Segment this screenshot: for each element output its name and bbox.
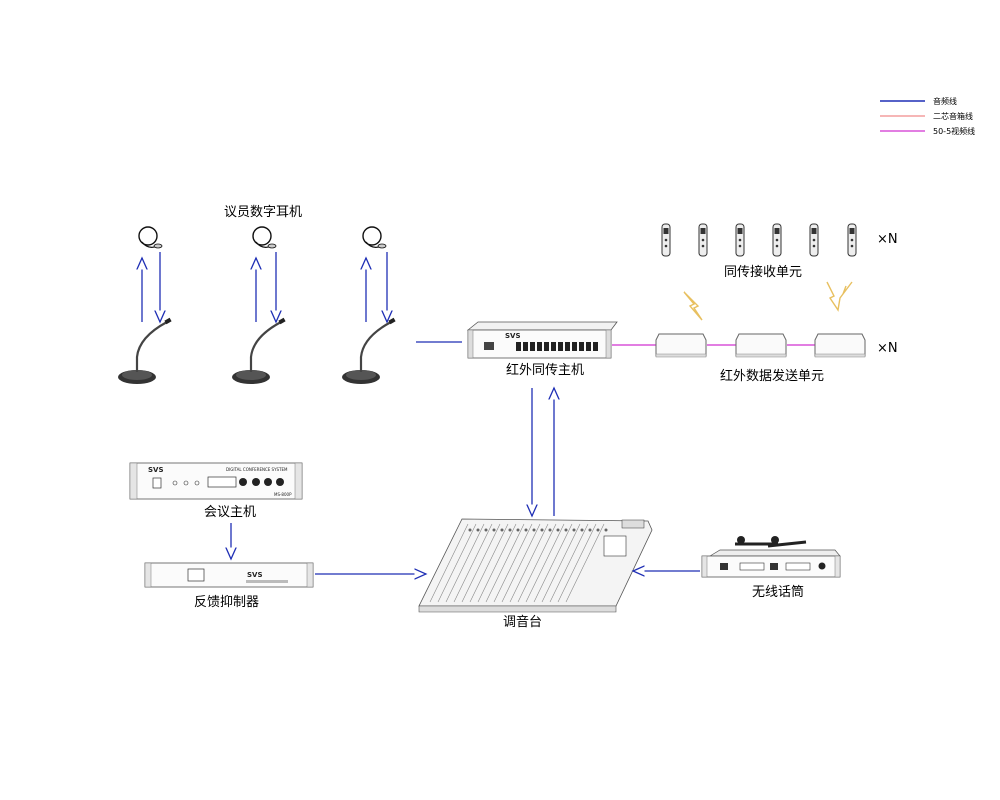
headset-icon <box>138 226 163 249</box>
ir-host-brand: SVS <box>505 332 521 340</box>
conference-host-model: MS-800P <box>274 492 292 497</box>
receiver-icon <box>698 223 708 257</box>
legend-label-audio: 音频线 <box>933 96 957 106</box>
headphones-label: 议员数字耳机 <box>224 205 302 220</box>
feedback-brand: SVS <box>247 571 263 579</box>
mixer-label: 调音台 <box>503 614 542 630</box>
wireless-mic-label: 无线话筒 <box>752 584 804 600</box>
receiver-icon <box>809 223 819 257</box>
legend-label-speaker: 二芯音箱线 <box>933 111 973 121</box>
headset-icon <box>362 226 387 249</box>
conference-mic-icon <box>340 316 397 386</box>
conference-host-brand: SVS <box>148 466 164 474</box>
headset-mic-arrows <box>142 252 387 322</box>
conference-host-label: 会议主机 <box>204 505 256 520</box>
ir-transmitter-icon <box>655 333 707 358</box>
legend: 音频线 二芯音箱线 50-5视频线 <box>880 96 975 136</box>
feedback-label: 反馈抑制器 <box>194 595 259 610</box>
feedback-suppressor-unit: SVS <box>144 562 314 588</box>
ir-host-mixer-arrows <box>532 388 554 516</box>
receiver-icon <box>847 223 857 257</box>
ir-host-label: 红外同传主机 <box>506 362 584 378</box>
ir-transmitter-icon <box>735 333 787 358</box>
mixer-unit <box>418 518 653 613</box>
receiver-icon <box>661 223 671 257</box>
headset-icon <box>252 226 277 249</box>
receiver-icon <box>735 223 745 257</box>
conference-mic-icon <box>116 316 173 386</box>
receiver-icon <box>772 223 782 257</box>
legend-label-video: 50-5视频线 <box>933 126 975 136</box>
times-n-transmitters: ×N <box>877 341 898 356</box>
wireless-mic-unit <box>701 536 841 578</box>
ir-transmitter-icon <box>814 333 866 358</box>
conference-host-unit: SVS DIGITAL CONFERENCE SYSTEM MS-800P <box>129 462 303 500</box>
ir-transmitters-label: 红外数据发送单元 <box>720 368 824 384</box>
receivers-label: 同传接收单元 <box>724 264 802 280</box>
conference-host-title: DIGITAL CONFERENCE SYSTEM <box>226 467 288 472</box>
conference-mic-icon <box>230 316 287 386</box>
times-n-receivers: ×N <box>877 232 898 247</box>
ir-host-unit: SVS <box>466 321 618 359</box>
ir-signal-icon <box>683 281 853 321</box>
